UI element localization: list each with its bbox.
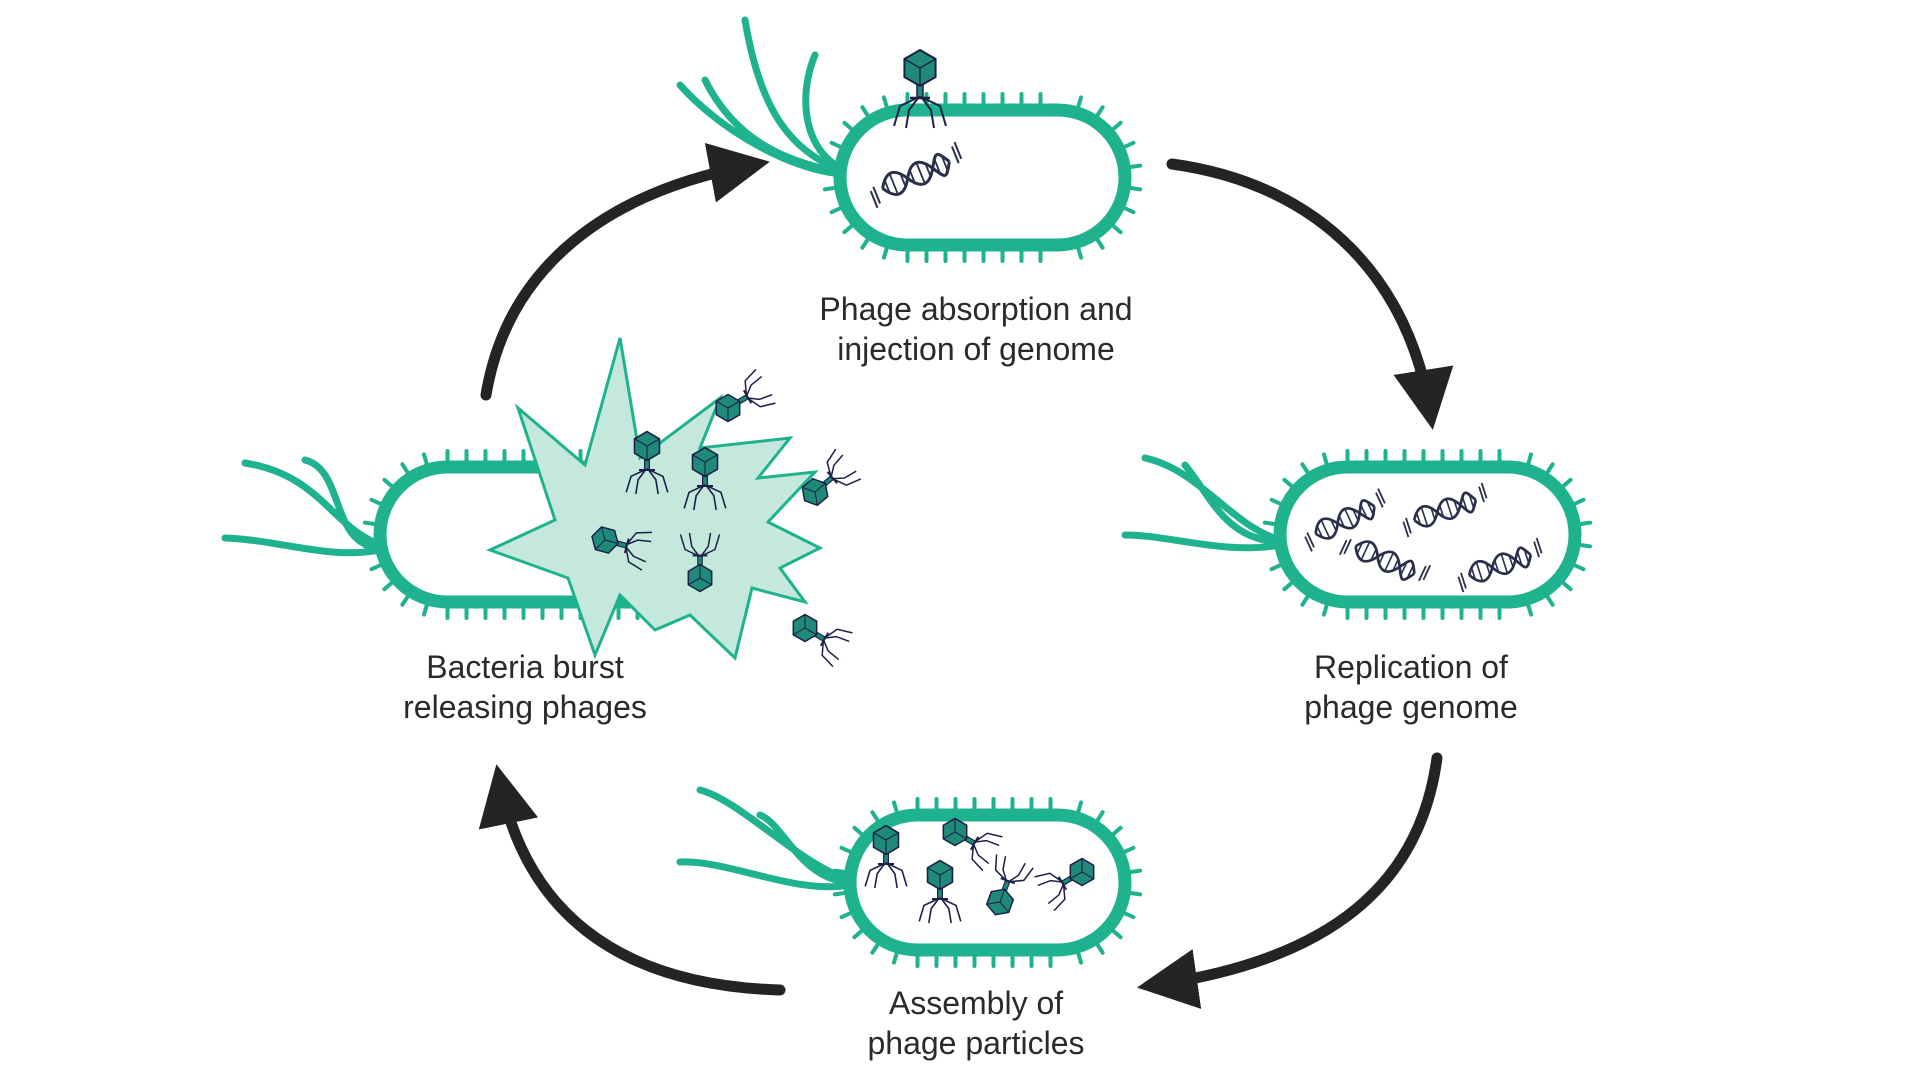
stage-label-assembly: Assembly of phage particles xyxy=(736,983,1216,1063)
stage-label-line: Bacteria burst xyxy=(426,649,624,685)
stage-label-line: injection of genome xyxy=(837,331,1115,367)
stage-label-line: Replication of xyxy=(1314,649,1508,685)
cycle-arrow-icon xyxy=(1137,752,1443,1009)
bacteriophage-icon xyxy=(705,367,779,434)
bacterium-icon xyxy=(1121,449,1593,620)
bacterium-absorption xyxy=(676,16,1143,263)
bacterium-icon xyxy=(676,786,1143,968)
burst-icon xyxy=(486,337,824,661)
cycle-arrow-icon xyxy=(478,764,786,996)
bacterium-assembly xyxy=(676,786,1143,968)
stage-label-absorption: Phage absorption and injection of genome xyxy=(736,289,1216,369)
stage-label-burst: Bacteria burst releasing phages xyxy=(285,647,765,727)
stage-label-line: Phage absorption and xyxy=(819,291,1133,327)
bacterium-replication xyxy=(1121,449,1593,620)
bacterium-burst xyxy=(221,337,864,669)
stage-label-replication: Replication of phage genome xyxy=(1171,647,1651,727)
stage-label-line: phage genome xyxy=(1304,689,1518,725)
cycle-arrows xyxy=(478,142,1454,1009)
cycle-arrow-icon xyxy=(480,142,770,401)
stage-label-line: phage particles xyxy=(867,1025,1085,1061)
bacteriophage-icon xyxy=(782,602,856,669)
cycle-arrow-icon xyxy=(1166,158,1454,430)
stage-label-line: releasing phages xyxy=(403,689,647,725)
stage-label-line: Assembly of xyxy=(888,985,1064,1021)
bacterium-icon xyxy=(676,16,1143,263)
